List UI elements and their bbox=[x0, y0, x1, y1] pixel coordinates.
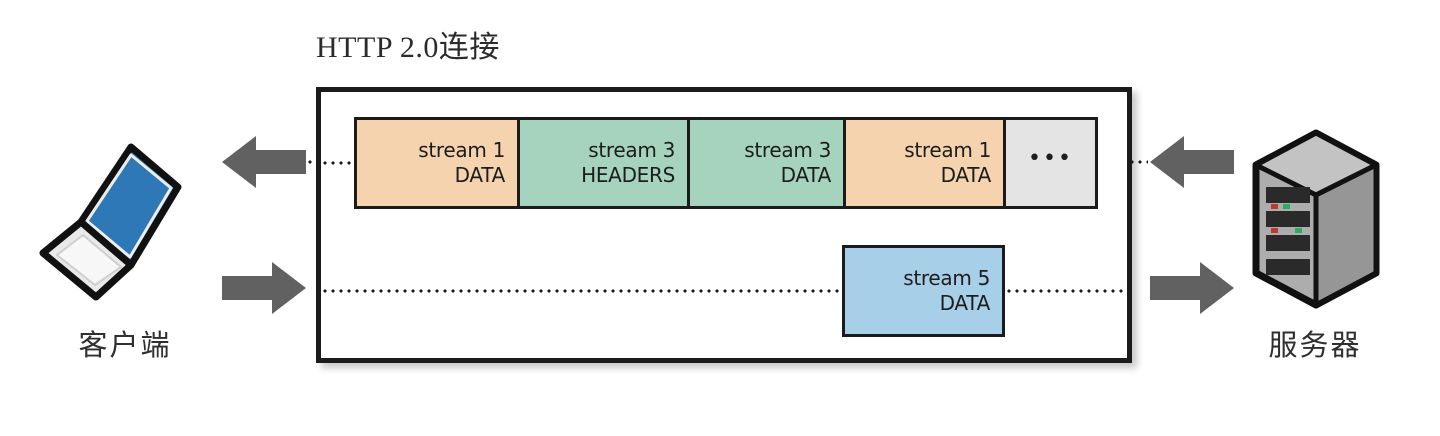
frame-ellipsis-placeholder: ••• bbox=[1003, 117, 1098, 209]
frame-stream-label: stream 5 bbox=[903, 266, 990, 290]
frame-type-label: DATA bbox=[939, 291, 991, 315]
frame-stream-label: stream 3 bbox=[588, 138, 675, 162]
server-endpoint: 服务器 bbox=[1230, 125, 1400, 364]
downstream-lane-dots-left bbox=[321, 289, 842, 293]
upstream-frame-row: stream 1 DATA stream 3 HEADERS stream 3 … bbox=[354, 117, 1098, 209]
frame-stream-1-data-a[interactable]: stream 1 DATA bbox=[354, 117, 520, 209]
frame-stream-5-data[interactable]: stream 5 DATA bbox=[842, 245, 1005, 337]
page-title: HTTP 2.0连接 bbox=[316, 31, 500, 64]
upstream-lane-dots-inner-left bbox=[321, 161, 354, 165]
frame-stream-label: stream 1 bbox=[904, 138, 991, 162]
frame-stream-label: stream 3 bbox=[744, 138, 831, 162]
ellipsis-icon: ••• bbox=[1028, 146, 1073, 171]
frame-stream-3-headers[interactable]: stream 3 HEADERS bbox=[517, 117, 690, 209]
client-label: 客户端 bbox=[78, 330, 172, 362]
frame-type-label: DATA bbox=[780, 163, 832, 187]
client-inbound-arrow bbox=[222, 134, 306, 190]
downstream-lane-dots-right bbox=[1005, 289, 1128, 293]
frame-stream-1-data-b[interactable]: stream 1 DATA bbox=[843, 117, 1006, 209]
server-label: 服务器 bbox=[1268, 330, 1362, 362]
http2-connection-container: stream 1 DATA stream 3 HEADERS stream 3 … bbox=[316, 87, 1132, 363]
frame-stream-3-data[interactable]: stream 3 DATA bbox=[687, 117, 846, 209]
frame-stream-label: stream 1 bbox=[418, 138, 505, 162]
laptop-icon bbox=[35, 125, 215, 320]
client-endpoint: 客户端 bbox=[35, 125, 215, 364]
server-outbound-arrow bbox=[1150, 260, 1234, 316]
frame-type-label: DATA bbox=[454, 163, 506, 187]
server-tower-icon bbox=[1230, 125, 1400, 320]
client-outbound-arrow bbox=[222, 260, 306, 316]
frame-type-label: HEADERS bbox=[581, 163, 675, 187]
server-inbound-arrow bbox=[1150, 134, 1234, 190]
frame-type-label: DATA bbox=[940, 163, 992, 187]
